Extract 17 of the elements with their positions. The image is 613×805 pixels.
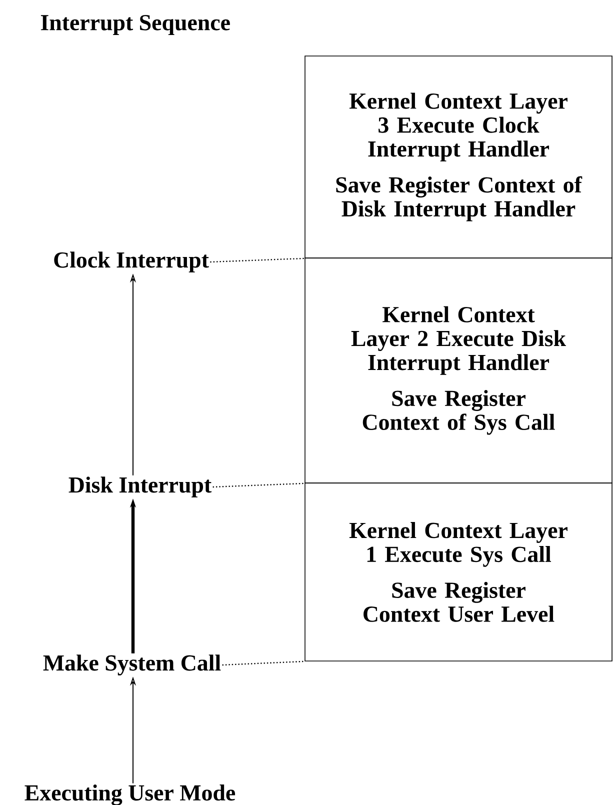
leader-line — [222, 660, 305, 666]
box-text: Kernel Context Layer 3 Execute Clock Interrupt Handler — [349, 92, 568, 162]
box-text: Kernel Context Layer 1 Execute Sys Call — [349, 522, 568, 567]
box-text: Save Register Context User Level — [364, 582, 554, 622]
box-text: Save Register Context of Disk Interrupt Handler — [336, 176, 582, 222]
event-label: Executing User Mode — [24, 784, 236, 805]
layer-box — [304, 56, 612, 258]
title: Interrupt Sequence — [40, 14, 230, 36]
layer-box — [304, 482, 612, 662]
leader-line — [212, 482, 305, 488]
event-label: Clock Interrupt — [54, 252, 209, 272]
event-label: Disk Interrupt — [68, 476, 212, 498]
leader-line — [210, 258, 305, 263]
layer-box — [304, 258, 612, 484]
box-text: Save Register Context of Sys Call — [362, 390, 555, 435]
box-text: Kernel Context Layer 2 Execute Disk Interrupt Handler — [351, 306, 566, 375]
event-label: Make System Call — [43, 654, 221, 676]
